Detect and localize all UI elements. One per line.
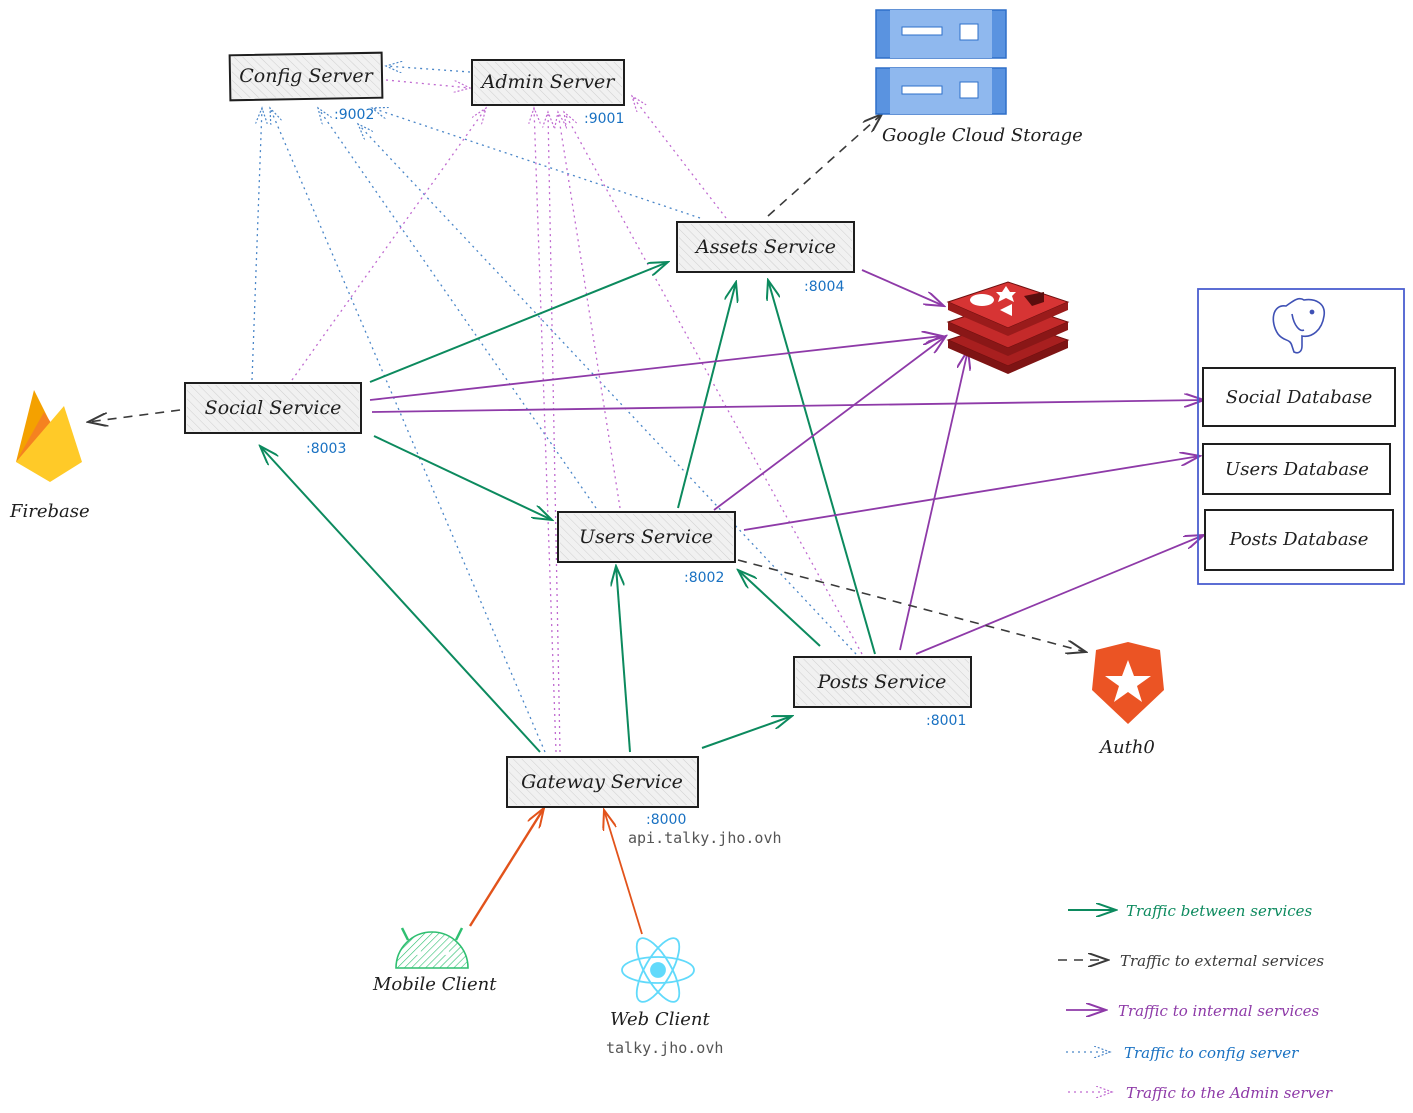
social-service-port: :8003 [306, 441, 346, 457]
arrow-posts-to-assets [768, 280, 876, 655]
cloud-storage-icon [875, 9, 1007, 115]
social-service-label: Social Service [205, 397, 342, 419]
arrow-social-to-firebase [88, 409, 181, 422]
arrow-web-to-gateway [604, 810, 643, 935]
config-server-label: Config Server [239, 65, 374, 87]
auth0-icon [1092, 642, 1164, 724]
legend-label-service: Traffic between services [1126, 902, 1313, 920]
db-posts-label: Posts Database [1229, 529, 1369, 550]
users-service-port: :8002 [684, 570, 724, 586]
arrow-assets-to-redis [861, 269, 944, 306]
legend-item-service: Traffic between services [1068, 902, 1313, 920]
config-server-node[interactable]: Config Server :9002 [228, 51, 384, 123]
assets-service-node[interactable]: Assets Service :8004 [676, 221, 855, 295]
legend-label-internal: Traffic to internal services [1118, 1002, 1320, 1020]
config-traffic-lines [251, 66, 857, 753]
db-users-label: Users Database [1225, 459, 1369, 480]
admin-server-label: Admin Server [480, 71, 617, 93]
posts-service-port: :8001 [926, 713, 966, 729]
db-posts[interactable]: Posts Database [1204, 509, 1394, 571]
arrow-social-to-assets [369, 262, 668, 383]
arrow-gateway-to-users [616, 566, 631, 753]
arrow-assets-to-gcs [767, 114, 882, 217]
admin-line-social [291, 108, 486, 381]
admin-line-assets [632, 96, 727, 219]
auth0-label: Auth0 [1098, 737, 1155, 758]
arrow-gateway-to-posts [701, 716, 792, 749]
db-users[interactable]: Users Database [1202, 443, 1391, 495]
config-line-gateway [270, 108, 546, 753]
legend-label-config: Traffic to config server [1124, 1044, 1299, 1062]
firebase-label: Firebase [9, 501, 90, 522]
config-server-port: :9002 [334, 107, 374, 123]
web-client-host: talky.jho.ovh [606, 1039, 723, 1057]
service-traffic-arrows [260, 262, 876, 753]
legend-item-external: Traffic to external services [1058, 952, 1324, 970]
admin-line-users [558, 112, 621, 509]
firebase-icon [16, 390, 82, 482]
legend-item-admin: Traffic to the Admin server [1068, 1084, 1333, 1102]
legend-label-admin: Traffic to the Admin server [1126, 1084, 1333, 1102]
assets-service-port: :8004 [804, 279, 844, 295]
gateway-service-host: api.talky.jho.ovh [628, 829, 782, 847]
admin-line-posts [564, 112, 863, 655]
arrow-social-to-redis [369, 336, 942, 401]
arrow-posts-to-users [738, 570, 821, 647]
assets-service-label: Assets Service [694, 236, 836, 258]
legend-item-config: Traffic to config server [1066, 1044, 1299, 1062]
android-icon [395, 927, 469, 969]
config-line-social [251, 108, 262, 381]
arrow-users-to-users-db [743, 456, 1200, 531]
arrow-social-to-social-db [371, 400, 1204, 413]
gateway-service-node[interactable]: Gateway Service :8000 api.talky.jho.ovh [506, 756, 782, 847]
config-line-posts [358, 124, 857, 655]
arrow-users-to-assets [677, 282, 736, 509]
arrow-users-to-redis [713, 336, 946, 511]
react-icon [621, 937, 695, 1003]
config-line-admin [386, 66, 471, 72]
users-service-node[interactable]: Users Service :8002 [557, 511, 736, 586]
social-service-node[interactable]: Social Service :8003 [184, 382, 362, 457]
admin-line-gateway-a [534, 108, 557, 753]
db-social-label: Social Database [1226, 387, 1373, 408]
mobile-client-label: Mobile Client [372, 974, 497, 995]
admin-traffic-lines [291, 79, 863, 753]
admin-line-gateway-b [548, 112, 561, 753]
client-traffic-arrows [468, 808, 643, 935]
cloud-storage-label: Google Cloud Storage [882, 125, 1083, 146]
arrow-mobile-to-gateway [468, 808, 544, 927]
arrow-posts-to-posts-db [915, 535, 1204, 655]
admin-server-port: :9001 [584, 111, 624, 127]
arrow-social-to-users [373, 435, 552, 520]
legend-label-external: Traffic to external services [1120, 952, 1324, 970]
config-line-assets [372, 108, 701, 219]
posts-service-node[interactable]: Posts Service :8001 [793, 656, 972, 729]
legend: Traffic between services Traffic to exte… [1058, 902, 1333, 1102]
arrow-users-to-auth0 [737, 559, 1086, 652]
redis-icon [946, 281, 1070, 374]
postgresql-icon [1272, 297, 1326, 354]
users-service-label: Users Service [579, 526, 713, 548]
gateway-service-port: :8000 [646, 812, 686, 828]
internal-traffic-arrows [369, 269, 1204, 655]
admin-server-node[interactable]: Admin Server :9001 [471, 59, 625, 127]
gateway-service-label: Gateway Service [521, 771, 683, 793]
web-client-label: Web Client [610, 1009, 710, 1030]
postgres-group [1197, 288, 1405, 585]
posts-service-label: Posts Service [817, 671, 947, 693]
external-traffic-arrows [88, 114, 1086, 652]
legend-item-internal: Traffic to internal services [1066, 1002, 1320, 1020]
admin-line-config [385, 79, 470, 88]
db-social[interactable]: Social Database [1202, 367, 1396, 427]
arrow-gateway-to-social [260, 446, 541, 753]
